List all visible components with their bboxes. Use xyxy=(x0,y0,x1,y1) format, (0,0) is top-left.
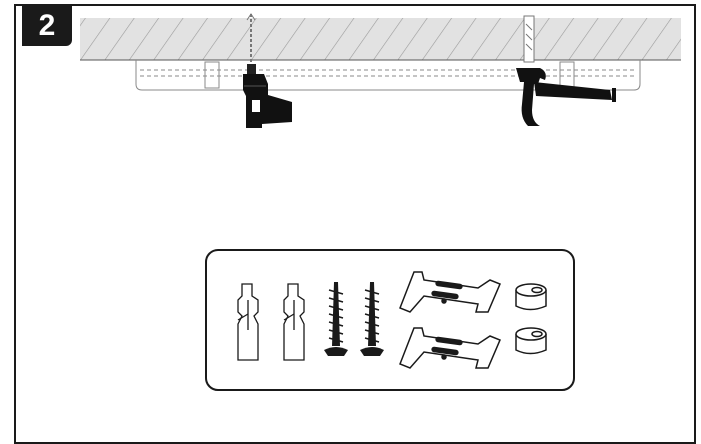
hammer-icon xyxy=(516,68,616,126)
mounting-clip-icon xyxy=(399,327,501,369)
installation-illustration xyxy=(80,13,681,391)
drill-bit-icon xyxy=(246,13,256,64)
screw-icon xyxy=(324,282,348,356)
ceiling-light-fixture xyxy=(135,60,641,91)
ceiling-slab xyxy=(80,18,681,61)
screw-icon xyxy=(360,282,384,356)
step-number-badge: 2 xyxy=(22,6,72,46)
spacer-icon xyxy=(515,327,547,355)
wall-plug-icon xyxy=(283,283,305,361)
wall-plug-in-ceiling-icon xyxy=(523,15,535,63)
hardware-kit-box xyxy=(205,249,575,391)
drill-icon xyxy=(243,64,292,128)
spacer-icon xyxy=(515,283,547,311)
mounting-clip-icon xyxy=(399,271,501,313)
wall-plug-icon xyxy=(237,283,259,361)
